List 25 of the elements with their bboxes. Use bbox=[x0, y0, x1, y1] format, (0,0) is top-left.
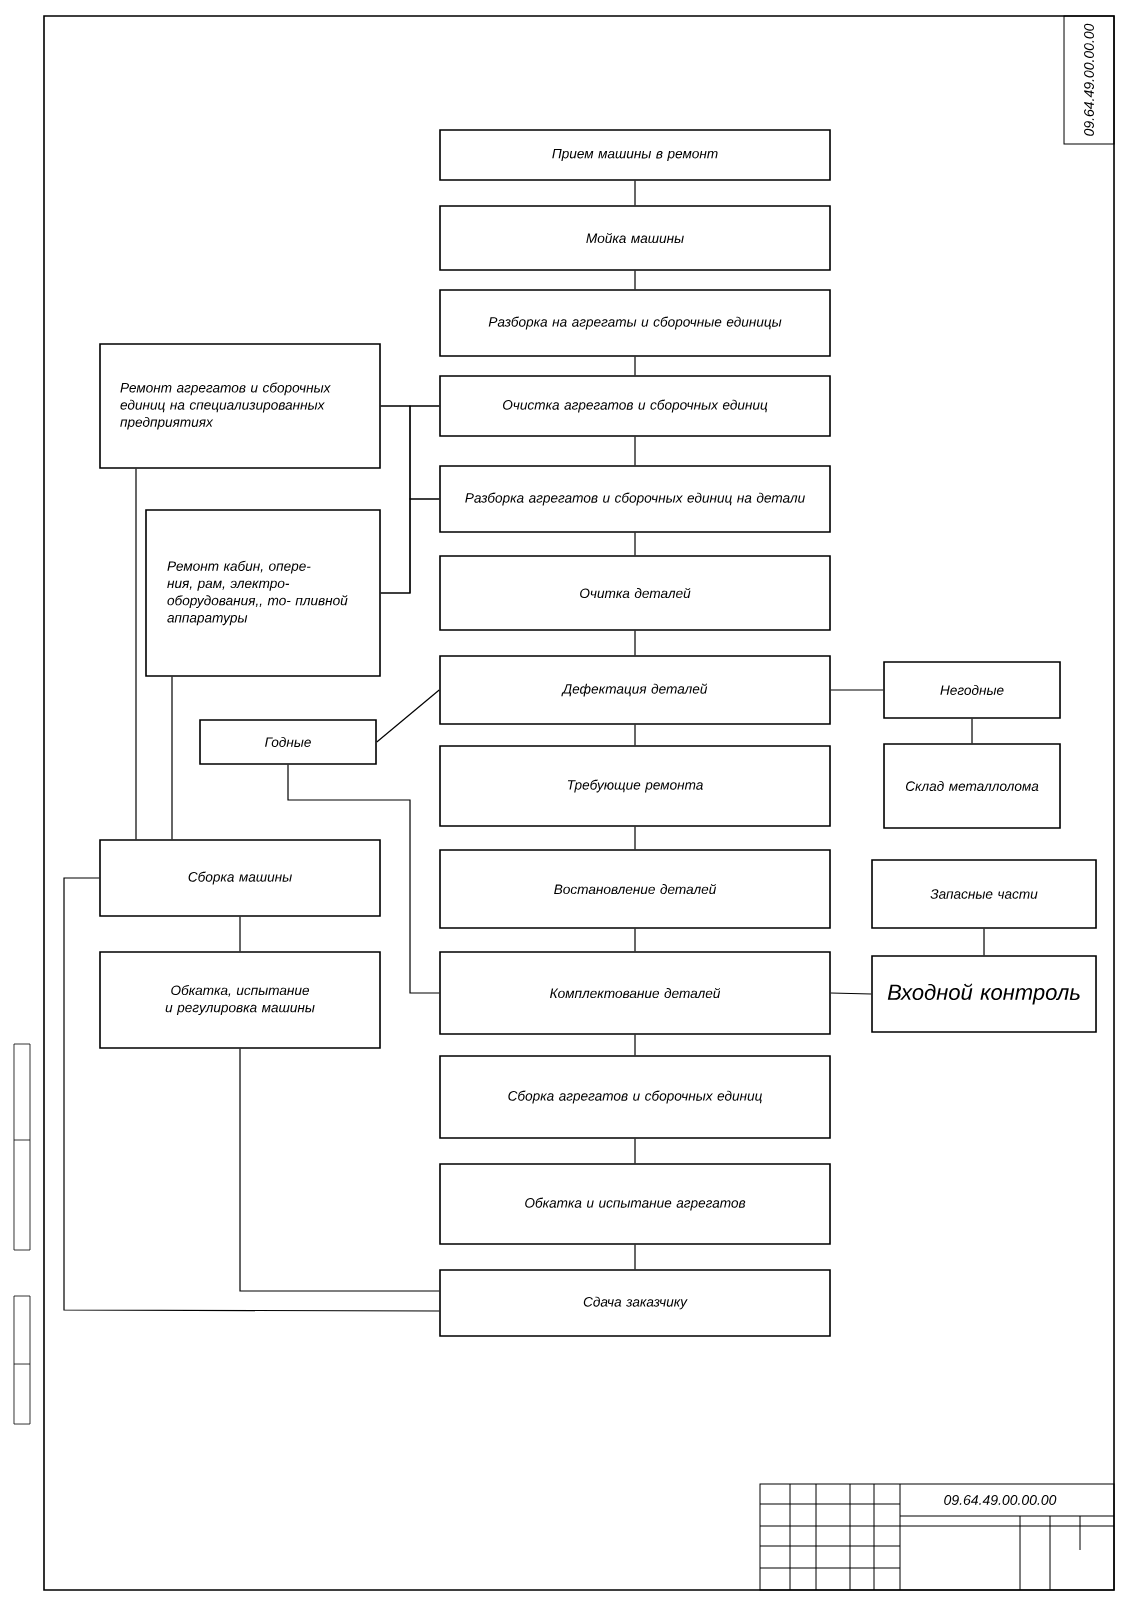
connector-line bbox=[634, 1138, 636, 1164]
connector-line bbox=[634, 630, 636, 656]
connector-line bbox=[634, 180, 636, 206]
connector-line bbox=[63, 877, 440, 1312]
connector-line bbox=[287, 764, 440, 994]
connector-line bbox=[830, 689, 884, 691]
connector-line bbox=[239, 1048, 440, 1292]
connector-line bbox=[376, 689, 440, 743]
connector-line bbox=[830, 992, 872, 995]
connector-line bbox=[634, 928, 636, 952]
connector-line bbox=[634, 1034, 636, 1056]
connector-line bbox=[634, 826, 636, 850]
connector-line bbox=[634, 724, 636, 746]
connector-line bbox=[380, 498, 440, 594]
connector-line bbox=[171, 676, 173, 840]
connector-line bbox=[983, 928, 985, 956]
connector-line bbox=[239, 916, 241, 952]
connector-line bbox=[634, 270, 636, 290]
connector-line bbox=[135, 468, 137, 840]
connector-line bbox=[634, 356, 636, 376]
connector-line bbox=[634, 1244, 636, 1270]
connector-line bbox=[634, 436, 636, 466]
connector-line bbox=[634, 532, 636, 556]
process-box: Входной контроль bbox=[871, 955, 1097, 1033]
connector-line bbox=[971, 718, 973, 744]
